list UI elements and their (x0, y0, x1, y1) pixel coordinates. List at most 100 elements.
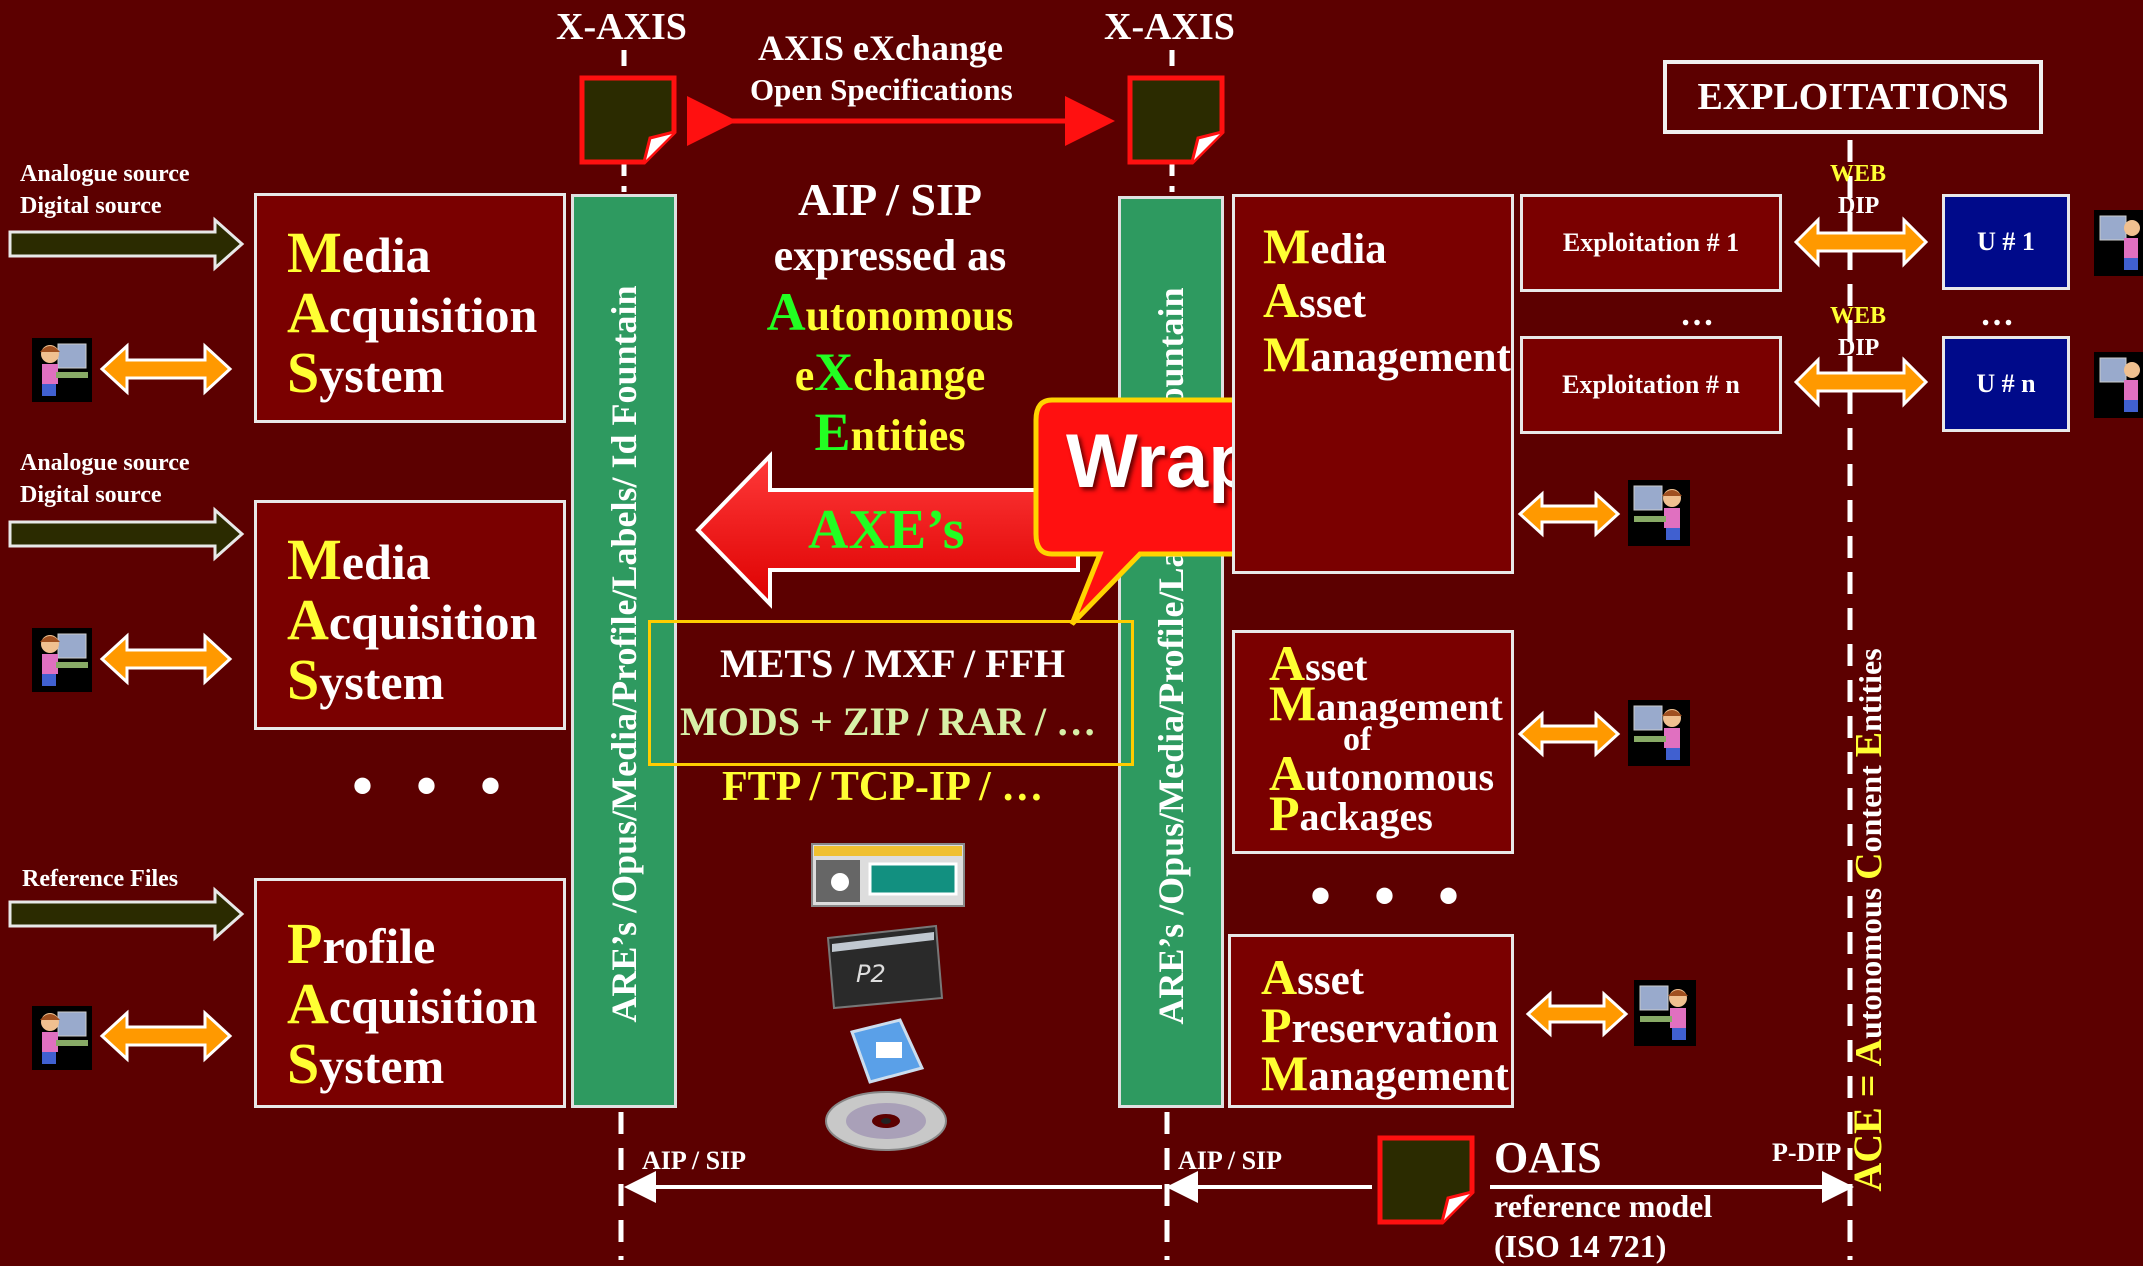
left-id-fountain-bar: ARE’s /Opus/Media/Profile/Labels/ Id Fou… (571, 194, 677, 1108)
initial: A (1848, 1038, 1890, 1067)
exploitation-label: Exploitation # 1 (1562, 228, 1740, 257)
ellipsis: • • • (1310, 863, 1474, 929)
x-axis-left-label: X-AXIS (556, 6, 687, 48)
initial: e (794, 351, 815, 400)
initial: C (1848, 852, 1890, 880)
word: ntities (1852, 648, 1888, 732)
word: ystem (319, 654, 445, 710)
formats-box (648, 620, 1134, 766)
user-computer-icon (1628, 480, 1690, 546)
user-computer-icon (1634, 980, 1696, 1046)
user-box: U # 1 (1942, 194, 2070, 290)
initial: M (1269, 675, 1317, 731)
word: reservation (1291, 1005, 1499, 1052)
initial: A (287, 971, 329, 1036)
axis-exchange-title: AXIS eXchange (758, 28, 1004, 68)
asset-management-autonomous-packages-box: Asset Management of Autonomous Packages (1232, 630, 1514, 854)
right-id-fountain-bar: ARE’s /Opus/Media/Profile/Labels/ Id Fou… (1118, 196, 1224, 1108)
dip-label: DIP (1838, 193, 1880, 219)
left-id-fountain-label: ARE’s /Opus/Media/Profile/Labels/ Id Fou… (604, 285, 644, 1023)
word: edia (1310, 226, 1387, 273)
word: ntities (850, 411, 966, 460)
word: sset (1305, 644, 1368, 689)
source-arrow (8, 216, 245, 942)
web-label: WEB (1830, 161, 1887, 187)
initial: S (287, 647, 320, 712)
document-icon (1377, 1135, 1475, 1225)
word: change (853, 351, 986, 400)
aip-sip-right-label: AIP / SIP (1178, 1146, 1283, 1175)
word: anagement (1308, 1053, 1509, 1100)
expressed-as: expressed as (773, 231, 1007, 280)
initial: A (287, 280, 329, 345)
word: rofile (322, 918, 436, 974)
initial: X (814, 342, 854, 402)
source-label: Digital source (20, 482, 162, 508)
oais-iso: (ISO 14 721) (1494, 1228, 1667, 1264)
initial: A (1269, 745, 1306, 801)
word: utonomous (1852, 879, 1888, 1039)
card-drive-icon (811, 843, 965, 907)
initial: M (1263, 326, 1311, 382)
word: anagement (1310, 334, 1511, 381)
cd-disc-icon (825, 1091, 947, 1151)
profile-acquisition-system-box: Profile Acquisition System (254, 878, 566, 1108)
word: of (1343, 721, 1372, 758)
ace-definition: ACE = Autonomous Content Entities (1838, 600, 1898, 1240)
initial: S (287, 340, 320, 405)
user-computer-icon (1628, 700, 1690, 766)
source-label: Analogue source (20, 161, 190, 187)
initial: P (1269, 785, 1300, 841)
oais-subtitle: reference model (1494, 1188, 1713, 1224)
word: ackages (1299, 794, 1433, 839)
word: ontent (1852, 757, 1888, 853)
word: ystem (319, 1038, 445, 1094)
right-id-fountain-label: ARE’s /Opus/Media/Profile/Labels/ Id Fou… (1151, 287, 1191, 1025)
p2-card-icon: P2 (826, 924, 944, 1010)
user-label: U # n (1976, 369, 2036, 398)
oais-title: OAIS (1494, 1133, 1602, 1182)
initial: M (287, 527, 342, 592)
initial: A (766, 282, 806, 342)
initial: E (814, 402, 851, 462)
exploitation-box: Exploitation # n (1520, 336, 1782, 434)
disk-icon (850, 1018, 925, 1084)
document-icon (1127, 75, 1225, 165)
media-acquisition-system-box: Media Acquisition System (254, 193, 566, 423)
word: sset (1297, 957, 1364, 1004)
document-icon (579, 75, 677, 165)
word: cquisition (328, 978, 538, 1034)
word: ystem (319, 347, 445, 403)
exploitation-ellipsis: … (1680, 296, 1714, 333)
word: cquisition (328, 287, 538, 343)
initial: M (1261, 1045, 1309, 1101)
exploitations-header: EXPLOITATIONS (1663, 60, 2043, 134)
exploitations-title: EXPLOITATIONS (1697, 76, 2009, 118)
aip-sip-heading: AIP / SIP (797, 174, 983, 225)
user-computer-icon (32, 1006, 92, 1070)
axe-description: AIP / SIP expressed as Autonomous eXchan… (700, 172, 1080, 464)
formats-line3: FTP / TCP-IP / … (722, 764, 1044, 810)
source-label: Reference Files (22, 866, 179, 892)
axes-label: AXE’s (808, 499, 965, 561)
formats-line2: MODS + ZIP / RAR / … (680, 699, 1097, 744)
initial: A (1263, 272, 1300, 328)
source-label: Digital source (20, 193, 162, 219)
source-label: Analogue source (20, 450, 190, 476)
web-label: WEB (1830, 303, 1887, 329)
initial: P (287, 911, 323, 976)
user-label: U # 1 (1977, 227, 2035, 256)
exploitation-box: Exploitation # 1 (1520, 194, 1782, 292)
initial: S (287, 1031, 320, 1096)
initial: A (1261, 949, 1298, 1005)
word: edia (341, 227, 431, 283)
dip-label: DIP (1838, 335, 1880, 361)
svg-text:P2: P2 (856, 960, 886, 988)
aip-sip-left-label: AIP / SIP (642, 1146, 747, 1175)
p-dip-label: P-DIP (1772, 1138, 1842, 1167)
initial: M (1263, 218, 1311, 274)
exploitation-label: Exploitation # n (1562, 370, 1740, 399)
user-computer-icon (2094, 210, 2143, 276)
word: cquisition (328, 594, 538, 650)
